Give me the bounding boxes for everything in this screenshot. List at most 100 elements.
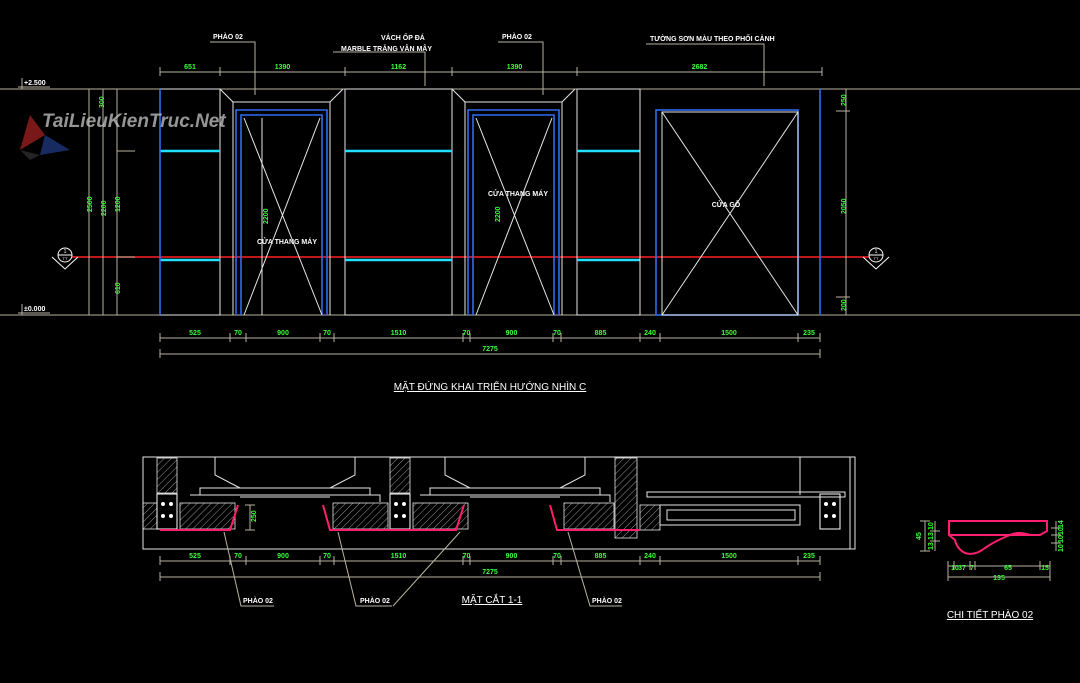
detail-dim-height: 45: [916, 532, 923, 540]
door-height-dim: 2200: [495, 206, 502, 222]
dimension-label: 70: [323, 553, 331, 560]
dim-left-door: 2200: [101, 200, 108, 216]
dimension-label: 70: [553, 330, 561, 337]
door-label-elevator-1: CỬA THANG MÁY: [257, 237, 317, 246]
detail-dim: 10: [1058, 544, 1065, 552]
watermark-logo: TaiLieuKienTruc.Net: [20, 111, 226, 160]
dimension-label: 1500: [721, 553, 737, 560]
section-outline: [142, 456, 856, 550]
top-dimension-chain: 651 1390 1162 1390 2682: [159, 64, 823, 76]
door-height-dim: 2050: [841, 198, 848, 214]
dimension-label: 70: [234, 553, 242, 560]
callout-marble: MARBLE TRẮNG VÂN MÂY: [341, 44, 432, 53]
svg-text:1: 1: [64, 249, 67, 255]
callout-phao-left: PHÀO 02: [213, 32, 243, 41]
detail-dim: 7: [970, 565, 974, 572]
svg-text:1: 1: [875, 249, 878, 255]
elevator-door-2: [451, 88, 576, 316]
door-label-wood: CỬA GỖ: [712, 200, 741, 209]
dim-left-top: 300: [99, 96, 106, 108]
detail-dim: 10: [1058, 535, 1065, 543]
callout-tuong-son: TƯỜNG SƠN MÀU THEO PHỐI CẢNH: [650, 33, 775, 43]
door-label-elevator-2: CỬA THANG MÁY: [488, 189, 548, 198]
dimension-label: 70: [553, 553, 561, 560]
dimension-label: 70: [323, 330, 331, 337]
dimension-label-total: 7275: [482, 569, 498, 576]
section-dimension-chain: 525 70 900 70 1510 70 900 70 885 240 1500 235 7275: [159, 553, 821, 581]
dimension-label: 1390: [507, 64, 523, 71]
dimension-label-total: 7275: [482, 346, 498, 353]
marble-panels: [159, 88, 641, 316]
elevation-view: CỬA THANG MÁY CỬA THANG MÁY CỬA GỖ 2200 …: [0, 32, 1080, 393]
dimension-label: 1162: [391, 64, 406, 71]
callout-leader: [223, 531, 274, 607]
marble-panel: [344, 88, 453, 316]
callout-leader: [567, 531, 622, 607]
detail-dim: 10: [1058, 527, 1065, 535]
detail-dim: 10: [928, 522, 935, 530]
dimension-label: 1510: [391, 330, 407, 337]
detail-dim: 13: [928, 532, 935, 540]
callout-vach-op-da: VÁCH ỐP ĐÁ: [381, 32, 425, 42]
dim-right-bottom: 200: [841, 299, 848, 311]
moulding-profile: [160, 504, 640, 531]
dimension-label: 525: [189, 330, 201, 337]
level-mark-bottom: [18, 304, 50, 315]
dim-left-bottom: 610: [115, 282, 122, 294]
section-callout-3: PHÀO 02: [592, 596, 622, 605]
anchor-bolts: [156, 493, 841, 530]
detail-dim: 37: [958, 565, 966, 572]
dimension-label: 885: [595, 330, 607, 337]
section-title: MẶT CẮT 1-1: [462, 593, 523, 606]
dimension-label: 1510: [391, 553, 407, 560]
section-depth-dim: 250: [251, 510, 258, 522]
dimension-label: 235: [803, 553, 815, 560]
detail-dim: 14: [1058, 520, 1065, 528]
dimension-label: 1390: [275, 64, 291, 71]
detail-dim: 15: [1041, 565, 1049, 572]
level-mark-top: [18, 78, 50, 89]
section-view: 250 525 70 900 70 1510 70 900 70 885 240 1500 235 72…: [142, 456, 856, 607]
dim-left-mid: 1200: [115, 196, 122, 212]
detail-title: CHI TIẾT PHÀO 02: [947, 608, 1034, 621]
dimension-label: 651: [184, 64, 196, 71]
dimension-label: 240: [644, 553, 656, 560]
dimension-label: 2682: [692, 64, 708, 71]
dim-left-total: 2500: [87, 196, 94, 212]
level-bottom: ±0.000: [24, 306, 45, 313]
dimension-label: 885: [595, 553, 607, 560]
wood-door: [655, 109, 799, 316]
elevator-door-1: [219, 88, 344, 316]
svg-text:TT: TT: [63, 256, 68, 261]
callout-leader: [337, 531, 461, 607]
level-top: +2.500: [24, 80, 46, 87]
dimension-label: 900: [506, 553, 518, 560]
watermark-text: TaiLieuKienTruc.Net: [42, 111, 226, 132]
door-height-dim: 2200: [263, 208, 270, 224]
callout-phao-right: PHÀO 02: [502, 32, 532, 41]
detail-dim: 13: [928, 542, 935, 550]
callouts: PHÀO 02 VÁCH ỐP ĐÁ MARBLE TRẮNG VÂN MÂY …: [210, 32, 775, 95]
dimension-label: 900: [277, 553, 289, 560]
dimension-label: 235: [803, 330, 815, 337]
dimension-label: 70: [463, 330, 471, 337]
section-marker-right: 1 TT: [862, 247, 890, 270]
dimension-label: 70: [234, 330, 242, 337]
marble-panel: [576, 88, 641, 316]
dimension-label: 525: [189, 553, 201, 560]
detail-dim: 10: [951, 565, 959, 572]
elevation-title: MẶT ĐỨNG KHAI TRIỂN HƯỚNG NHÌN C: [394, 380, 587, 393]
dimension-label: 1500: [721, 330, 737, 337]
moulding-detail: 45 10 13 13 14 10 10 10 10 37 7 65 15 13…: [916, 520, 1065, 621]
detail-dim-total: 135: [993, 575, 1005, 582]
dimension-label: 240: [644, 330, 656, 337]
detail-dim: 65: [1004, 565, 1012, 572]
section-callout-1: PHÀO 02: [243, 596, 273, 605]
section-callout-2: PHÀO 02: [360, 596, 390, 605]
dimension-label: 900: [506, 330, 518, 337]
dimension-label: 70: [463, 553, 471, 560]
svg-text:TT: TT: [874, 256, 879, 261]
section-marker-left: 1 TT: [51, 247, 79, 270]
